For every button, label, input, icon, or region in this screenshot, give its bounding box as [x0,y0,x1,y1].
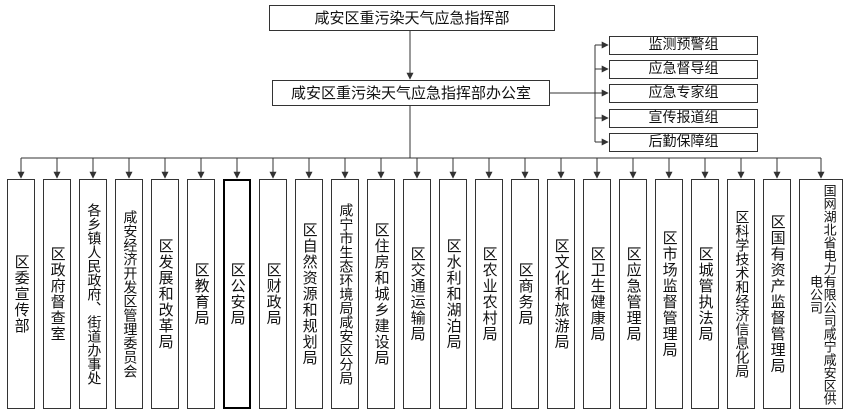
unit-box: 各乡镇人民政府、街道办事处 [79,179,107,409]
group-monitoring-warning: 监测预警组 [609,36,758,55]
unit-box: 区水利和湖泊局 [439,179,467,409]
unit-box: 区市场监督管理局 [655,179,683,409]
unit-box: 区发展和改革局 [151,179,179,409]
unit-box: 区文化和旅游局 [547,179,575,409]
unit-box: 咸宁市生态环境局咸安区分局 [331,179,359,409]
unit-box: 区农业农村局 [475,179,503,409]
unit-box: 区卫生健康局 [583,179,611,409]
unit-box: 咸安经济开发区管理委员会 [115,179,143,409]
unit-box: 区科学技术和经济信息化局 [727,179,755,409]
hq-box: 咸安区重污染天气应急指挥部 [269,5,555,31]
unit-box: 区委宣传部 [7,179,35,409]
group-emergency-experts: 应急专家组 [609,84,758,103]
unit-box: 区城管执法局 [691,179,719,409]
group-logistics: 后勤保障组 [609,133,758,152]
unit-box: 区政府督查室 [43,179,71,409]
unit-box-highlighted: 区公安局 [223,179,251,409]
unit-box: 区财政局 [259,179,287,409]
unit-box: 区自然资源和规划局 [295,179,323,409]
unit-box: 区交通运输局 [403,179,431,409]
group-publicity: 宣传报道组 [609,109,758,128]
unit-box: 区商务局 [511,179,539,409]
unit-box: 区应急管理局 [619,179,647,409]
office-box: 咸安区重污染天气应急指挥部办公室 [272,80,550,106]
unit-box: 区教育局 [187,179,215,409]
group-emergency-supervision: 应急督导组 [609,60,758,79]
unit-box: 区住房和城乡建设局 [367,179,395,409]
unit-box: 区国有资产监督管理局 [763,179,791,409]
unit-box: 国网湖北省电力有限公司咸宁咸安区供电公司 [799,179,843,409]
